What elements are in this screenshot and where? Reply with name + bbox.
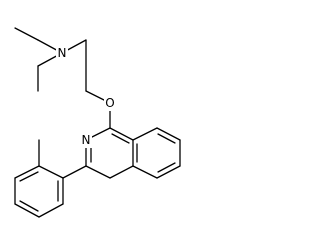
atom-label-amine-n: N [56, 45, 68, 61]
label-mask [104, 95, 116, 111]
ethylene-linker [85, 39, 111, 129]
label-mask [56, 45, 68, 61]
bond-ethyl1-ch3 [14, 27, 39, 41]
diethylamino-group [14, 27, 87, 92]
bond-c1-c8a [85, 165, 111, 179]
bond-aryl-c2-c1 [38, 165, 64, 179]
bond-c4-c3-double [111, 133, 130, 144]
bond-c7-c8-double [157, 162, 176, 173]
ring-nitrogen-label: N [82, 133, 91, 147]
o-tolyl-ring [14, 139, 87, 218]
molecule-drawing: N O N [14, 27, 181, 218]
structure-diagram: N O N [14, 27, 181, 218]
bond-aryl-c5-c4 [14, 203, 40, 218]
bond-c8-c8a [132, 165, 158, 179]
label-mask [80, 132, 92, 148]
ether-oxygen-label: O [105, 96, 114, 110]
bond-aryl-c6-c5 [38, 203, 64, 218]
bond-aryl-c5-c4-double [19, 200, 39, 212]
bond-c1-aryl [62, 165, 87, 179]
atom-label-ether-o: O [104, 95, 116, 111]
atom-label-ring-n: N [80, 132, 92, 148]
bond-c4a-c5 [132, 127, 158, 141]
bond-aryl-c3-c2-double [19, 171, 39, 182]
isoquinoline-benzo-ring [132, 127, 181, 179]
amine-nitrogen-label: N [58, 46, 67, 60]
bond-c5-c6 [156, 127, 181, 141]
bond-c8a-c4a [109, 165, 134, 179]
bond-c5-c6-double [157, 133, 176, 144]
bond-aryl-c3-c2 [14, 165, 40, 179]
bond-c4-c3 [109, 127, 134, 141]
bond-c7-c8 [156, 165, 181, 179]
isoquinoline-pyridine-ring [85, 127, 134, 179]
